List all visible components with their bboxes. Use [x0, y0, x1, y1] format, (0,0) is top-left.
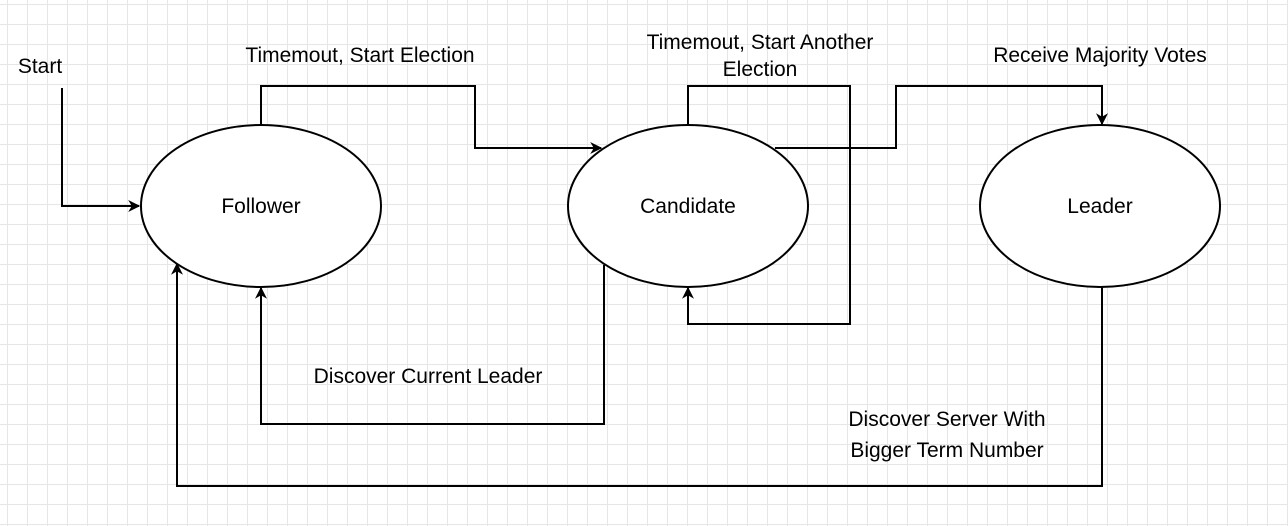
- receive-majority-votes-label: Receive Majority Votes: [993, 44, 1207, 67]
- discover-bigger-term-label-line1: Discover Server With: [848, 408, 1045, 431]
- start-to-follower-arrow: [61, 88, 141, 212]
- discover-bigger-term-label-line2: Bigger Term Number: [850, 439, 1043, 462]
- candidate-node[interactable]: Candidate: [567, 124, 809, 288]
- leader-node[interactable]: Leader: [979, 124, 1221, 288]
- candidate-to-leader-arrow: [775, 85, 1108, 149]
- discover-current-leader-label: Discover Current Leader: [314, 365, 543, 388]
- follower-to-candidate-arrow: [260, 85, 603, 154]
- candidate-label: Candidate: [640, 195, 736, 218]
- timeout-start-another-election-label-line2: Election: [723, 58, 798, 81]
- follower-ellipse: [140, 124, 382, 288]
- start-label: Start: [18, 55, 63, 78]
- candidate-to-follower-arrow: [255, 265, 605, 425]
- timeout-start-another-election-label-line1: Timemout, Start Another: [647, 31, 874, 54]
- leader-label: Leader: [1067, 195, 1132, 218]
- leader-to-follower-arrow: [171, 262, 1103, 487]
- candidate-ellipse: [567, 124, 809, 288]
- candidate-self-loop-arrow: [682, 85, 851, 325]
- leader-ellipse: [979, 124, 1221, 288]
- timeout-start-election-label: Timemout, Start Election: [245, 44, 474, 67]
- follower-label: Follower: [221, 195, 300, 218]
- follower-node[interactable]: Follower: [140, 124, 382, 288]
